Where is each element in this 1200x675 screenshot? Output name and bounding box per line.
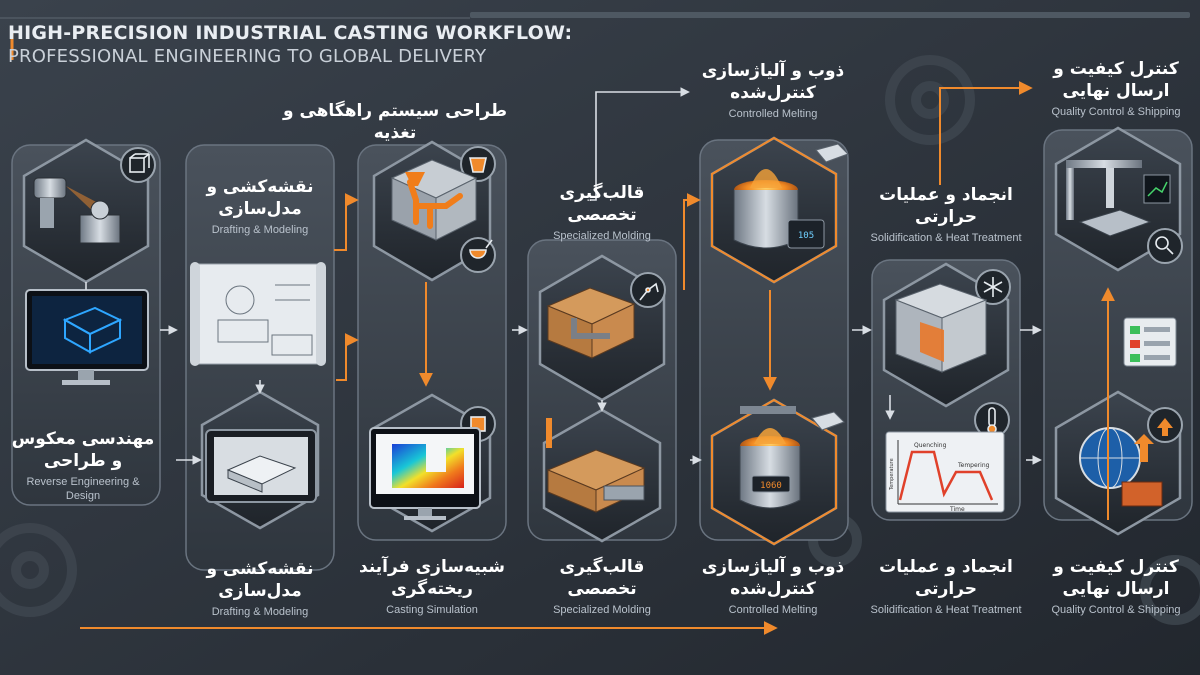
step-label-melting-top: ذوب و آلیاژسازی کنترل‌شده Controlled Mel… (688, 60, 858, 121)
step-label-fa: انجماد و عملیات حرارتی (879, 557, 1013, 599)
step-label-heat-bottom: انجماد و عملیات حرارتی Solidification & … (856, 556, 1036, 617)
step-label-molding-bottom: قالب‌گیری تخصصی Specialized Molding (524, 556, 680, 617)
cube-icon (129, 153, 150, 173)
graph-y-label: Temperature (889, 458, 895, 491)
step-label-en: Specialized Molding (553, 604, 651, 616)
blueprint-illustration (190, 262, 326, 366)
furnace-illustration-bottom: 1060 (739, 406, 801, 509)
title-line-2: PROFESSIONAL ENGINEERING TO GLOBAL DELIV… (8, 46, 487, 67)
step-label-melting-bottom: ذوب و آلیاژسازی کنترل‌شده Controlled Mel… (688, 556, 858, 617)
step-label-heat-top: انجماد و عملیات حرارتی Solidification & … (860, 184, 1032, 245)
step-label-fa: قالب‌گیری تخصصی (559, 557, 645, 599)
melt-hex-glow-bottom (711, 398, 837, 546)
step-label-reverse-engineering: مهندسی معکوس و طراحی Reverse Engineering… (8, 428, 158, 503)
step-label-fa: ذوب و آلیاژسازی کنترل‌شده (701, 557, 845, 599)
casting-simulation-illustration (369, 427, 481, 520)
graph-temper-label: Tempering (957, 462, 990, 469)
flow-connectors-white (85, 87, 1042, 465)
step-label-en: Solidification & Heat Treatment (870, 232, 1022, 244)
step-label-fa: کنترل کیفیت و ارسال نهایی (1053, 557, 1179, 599)
magnifier-icon (1155, 236, 1174, 255)
step-label-en: Quality Control & Shipping (1051, 106, 1181, 118)
step-label-fa: انجماد و عملیات حرارتی (879, 185, 1013, 227)
flow-connectors-orange (10, 30, 1115, 635)
step-label-molding-top: قالب‌گیری تخصصی Specialized Molding (524, 182, 680, 243)
tablet-cad-illustration (205, 429, 317, 503)
molding-illustration (546, 287, 636, 359)
step-label-en: Reverse Engineering & Design (26, 476, 140, 502)
melt-hex-glow (711, 136, 837, 284)
page-title: HIGH-PRECISION INDUSTRIAL CASTING WORKFL… (8, 22, 572, 67)
step-label-gating: طراحی سیستم راهگاهی و تغذیه (270, 100, 520, 144)
cmm-machine-illustration (1066, 160, 1171, 237)
furnace-illustration-top: 105 (733, 169, 825, 249)
step-label-fa: کنترل کیفیت و ارسال نهایی (1053, 59, 1179, 101)
globe-shipping-illustration (1079, 427, 1163, 507)
step-label-en: Controlled Melting (728, 108, 818, 120)
mold-flask-illustration (546, 418, 646, 513)
graph-quench-label: Quenching (914, 442, 947, 449)
step-label-en: Controlled Melting (728, 604, 818, 616)
scanner-illustration (33, 177, 121, 244)
ladle-icon (469, 239, 493, 259)
robot-arm-icon (639, 282, 659, 301)
snowflake-icon (983, 277, 1003, 297)
step-label-fa: نقشه‌کشی و مدل‌سازی (206, 177, 314, 219)
step-label-qc-bottom: کنترل کیفیت و ارسال نهایی Quality Contro… (1034, 556, 1198, 617)
ingot-icon (811, 143, 849, 431)
step-label-en: Specialized Molding (553, 230, 651, 242)
step-label-fa: قالب‌گیری تخصصی (559, 183, 645, 225)
upload-arrow-icon (1157, 418, 1173, 436)
step-label-fa: طراحی سیستم راهگاهی و تغذیه (282, 101, 508, 143)
crucible-icon (469, 157, 487, 173)
monitor-cad-illustration (25, 289, 149, 385)
furnace-display-bottom: 1060 (760, 481, 782, 491)
furnace-display-top: 105 (798, 231, 814, 241)
heat-treatment-graph: Quenching Tempering Time Temperature (885, 431, 1005, 513)
title-line-1: HIGH-PRECISION INDUSTRIAL CASTING WORKFL… (8, 22, 573, 44)
step-label-en: Solidification & Heat Treatment (870, 604, 1022, 616)
step-label-fa: مهندسی معکوس و طراحی (11, 429, 155, 471)
step-label-simulation: شبیه‌سازی فرآیند ریخته‌گری Casting Simul… (352, 556, 512, 617)
checklist-illustration (1123, 317, 1177, 367)
step-label-en: Drafting & Modeling (211, 224, 309, 236)
step-label-drafting-top: نقشه‌کشی و مدل‌سازی Drafting & Modeling (182, 176, 338, 237)
step-label-qc-top: کنترل کیفیت و ارسال نهایی Quality Contro… (1034, 58, 1198, 119)
step-label-fa: ذوب و آلیاژسازی کنترل‌شده (701, 61, 845, 103)
step-label-en: Drafting & Modeling (211, 606, 309, 618)
step-label-fa: نقشه‌کشی و مدل‌سازی (206, 559, 314, 601)
step-label-en: Casting Simulation (386, 604, 478, 616)
graph-time-label: Time (949, 506, 965, 513)
step-label-fa: شبیه‌سازی فرآیند ریخته‌گری (359, 557, 505, 599)
step-label-drafting-bottom: نقشه‌کشی و مدل‌سازی Drafting & Modeling (182, 558, 338, 619)
step-label-en: Quality Control & Shipping (1051, 604, 1181, 616)
microstructure-illustration (894, 283, 988, 373)
gating-system-illustration (390, 159, 478, 241)
